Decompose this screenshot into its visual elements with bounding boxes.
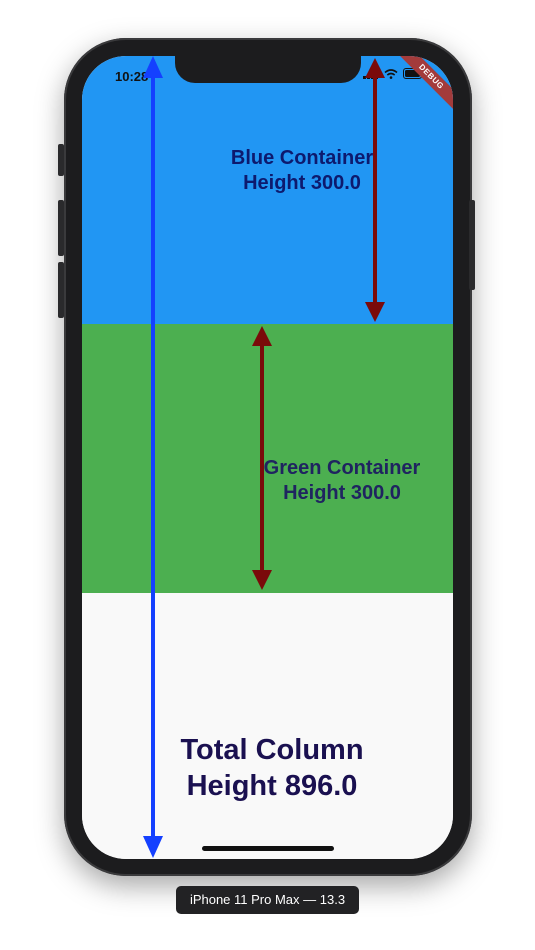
blue-label-line1: Blue Container [230,147,374,169]
green-container [82,324,453,593]
home-indicator [202,846,334,851]
silent-switch [58,144,64,176]
notch [175,56,361,83]
power-button [469,200,475,290]
blue-container [82,56,453,324]
status-time: 10:28 [115,69,149,84]
green-label-line1: Green Container [263,457,421,479]
green-label-line2: Height 300.0 [283,482,401,504]
total-column-label: Total Column Height 896.0 [172,732,372,805]
total-height-arrow [143,56,163,858]
column-background [82,593,453,859]
green-container-label: Green Container Height 300.0 [242,456,442,506]
green-height-arrow [252,326,272,590]
volume-up-button [58,200,64,256]
total-label-line2: Height 896.0 [186,770,358,803]
volume-down-button [58,262,64,318]
blue-height-arrow [365,58,385,322]
blue-container-label: Blue Container Height 300.0 [212,146,392,196]
phone-screen: 10:28 DEBUG Blue Container Height 300.0 … [82,56,453,859]
blue-label-line2: Height 300.0 [243,172,361,194]
total-label-line1: Total Column [180,734,364,766]
wifi-icon [384,68,398,79]
simulator-device-label: iPhone 11 Pro Max — 13.3 [176,886,359,914]
